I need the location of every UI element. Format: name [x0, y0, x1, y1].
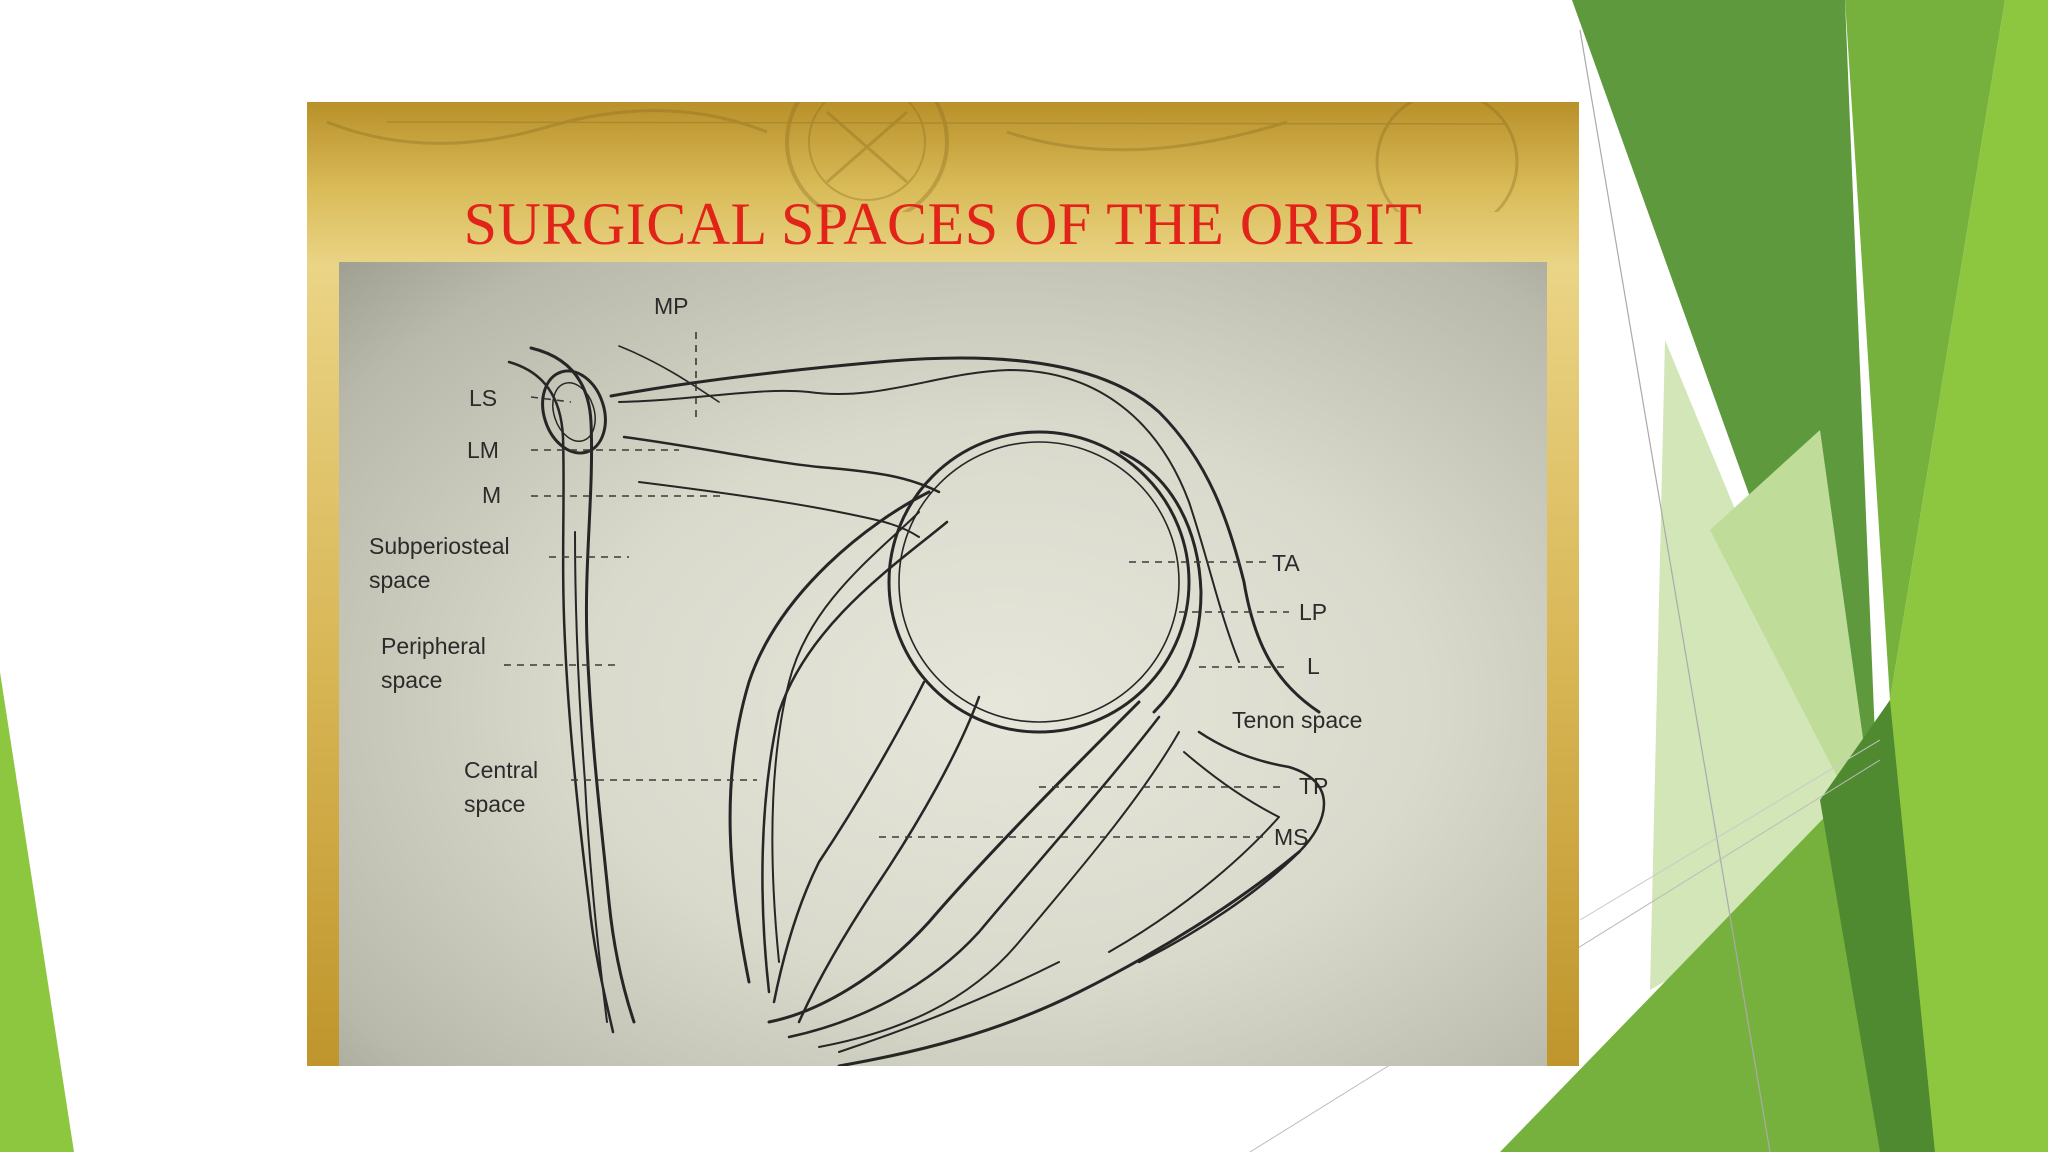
muscle-cone-left-3 — [771, 511, 920, 963]
globe — [887, 430, 1191, 734]
superior-muscle-lower — [638, 481, 920, 538]
lower-lid-inner — [1108, 751, 1280, 953]
label-tenon-space: Tenon space — [1232, 707, 1362, 733]
left-green-facet — [0, 672, 74, 1152]
slide-image-frame: SURGICAL SPACES OF THE ORBIT — [307, 102, 1579, 1066]
septum-line — [618, 369, 1240, 663]
orbit-diagram-scan: MP LS LM M Subperiosteal space Periphera… — [339, 262, 1547, 1066]
facet-pale-2 — [1710, 430, 1880, 860]
label-ms: MS — [1274, 824, 1309, 850]
mp-line — [618, 345, 720, 403]
orbital-bone-wall-inner — [507, 360, 615, 1034]
optic-nerve-lower — [797, 695, 981, 1024]
superior-muscle — [622, 435, 941, 494]
optic-nerve-upper — [772, 680, 926, 1004]
facet-mid-bottom — [1500, 760, 1935, 1152]
periorbita-line — [574, 531, 608, 1023]
cornea-arc — [1119, 450, 1203, 714]
label-subperiosteal-2: space — [369, 567, 430, 593]
slide-title: SURGICAL SPACES OF THE ORBIT — [463, 191, 1423, 257]
facet-thin-line-3 — [1579, 739, 1881, 921]
label-tp: TP — [1299, 773, 1328, 799]
label-ta: TA — [1272, 550, 1300, 576]
label-ls: LS — [469, 385, 497, 411]
facet-thin-line — [1579, 29, 1771, 1152]
facet-dark-bottom — [1820, 700, 1935, 1152]
orbit-cross-section-diagram: MP LS LM M Subperiosteal space Periphera… — [369, 293, 1362, 1066]
muscle-cone-right-3 — [818, 731, 1180, 1048]
label-lp: LP — [1299, 599, 1327, 625]
facet-bright-bottom — [1890, 560, 2048, 1152]
levator-section — [541, 369, 607, 455]
orbital-bone-wall — [529, 346, 636, 1024]
label-peripheral-2: space — [381, 667, 442, 693]
inferior-orbital-floor — [837, 850, 1301, 1066]
leader-ls — [530, 396, 572, 403]
label-central-1: Central — [464, 757, 538, 783]
muscle-cone-left-2 — [761, 520, 949, 994]
stamp-watermark — [326, 102, 1519, 212]
label-central-2: space — [464, 791, 525, 817]
label-subperiosteal-1: Subperiosteal — [369, 533, 510, 559]
muscle-cone-right-2 — [787, 715, 1161, 1039]
levator-section-inner — [552, 382, 596, 442]
label-m: M — [482, 482, 501, 508]
globe-inner — [898, 441, 1180, 723]
label-lm: LM — [467, 437, 499, 463]
ms-line — [838, 961, 1060, 1053]
facet-mid-top — [1845, 0, 2005, 700]
muscle-cone-right — [767, 700, 1141, 1024]
label-peripheral-1: Peripheral — [381, 633, 486, 659]
lower-lid-outline — [1137, 730, 1326, 964]
muscle-cone-left — [728, 490, 931, 984]
label-mp: MP — [654, 293, 689, 319]
label-l: L — [1307, 653, 1320, 679]
upper-eyelid-outline — [609, 356, 1321, 714]
